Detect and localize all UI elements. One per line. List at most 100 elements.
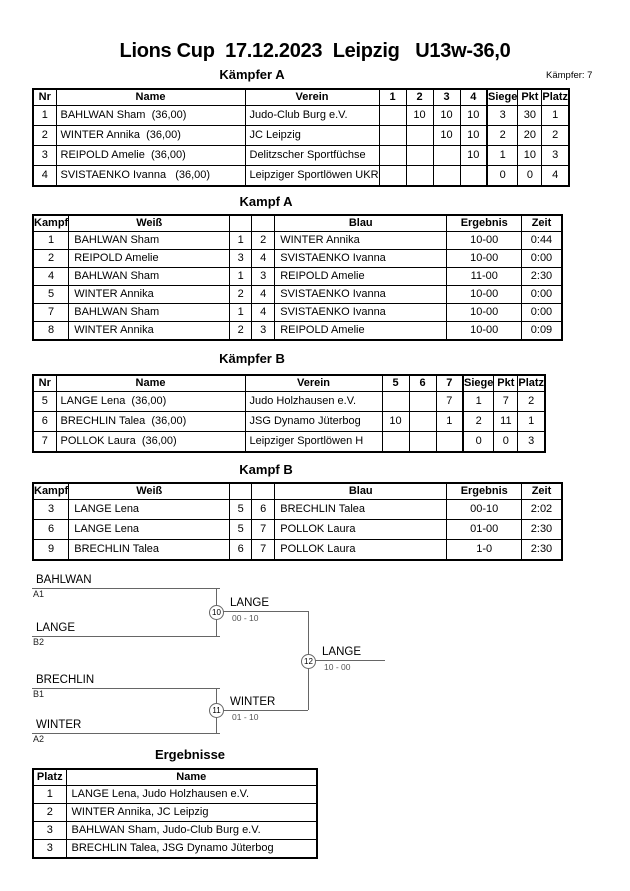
table-cell: REIPOLD Amelie: [274, 320, 448, 341]
table-cell: 10: [405, 105, 434, 126]
table-cell: WINTER Annika, JC Leipzig: [65, 802, 318, 822]
table-header-row: Kampf Weiß Blau Ergebnis Zeit: [32, 214, 563, 232]
table-header-row: Platz Name: [32, 768, 318, 786]
table-cell: 2:30: [521, 538, 563, 561]
table-cell: 2: [541, 125, 570, 146]
bracket-entry-name: BAHLWAN: [32, 574, 220, 589]
table-cell: BAHLWAN Sham: [68, 266, 231, 286]
table-cell: BRECHLIN Talea: [68, 538, 231, 561]
bracket-score-label: 00 - 10: [232, 613, 259, 623]
bracket-seed-label: A1: [33, 589, 45, 599]
table-cell: 5: [229, 518, 253, 540]
table-cell: BAHLWAN Sham, Judo-Club Burg e.V.: [65, 820, 318, 840]
table-cell: 9: [32, 538, 70, 561]
bracket-score-label: 10 - 00: [324, 662, 351, 672]
col-header: Nr: [32, 88, 57, 106]
table-cell: 1: [32, 230, 70, 250]
table-cell: 1-0: [446, 538, 523, 561]
table-cell: SVISTAENKO Ivanna: [274, 284, 448, 304]
table-cell: 2:30: [521, 518, 563, 540]
table-cell: 2: [462, 411, 495, 432]
table-cell: JSG Dynamo Jüterbog: [244, 411, 383, 432]
col-header: [251, 482, 276, 500]
bracket-entry-name: LANGE: [32, 622, 220, 637]
table-cell: 3: [32, 145, 57, 166]
table-cell: 1: [229, 302, 253, 322]
table-cell: [435, 431, 464, 453]
table-cell: BAHLWAN Sham (36,00): [55, 105, 246, 126]
table-cell: [408, 391, 437, 412]
table-cell: 7: [32, 431, 57, 453]
table-cell: 11-00: [446, 266, 523, 286]
col-header: 6: [408, 374, 437, 392]
table-cell: REIPOLD Amelie (36,00): [55, 145, 246, 166]
section-heading-kaempfer-a: Kämpfer A: [219, 67, 285, 82]
table-cell: [405, 145, 434, 166]
table-cell: 1: [517, 411, 546, 432]
col-header: Zeit: [521, 482, 563, 500]
col-header: Blau: [274, 482, 448, 500]
table-cell: [378, 125, 407, 146]
table-cell: 2: [229, 284, 253, 304]
table-cell: WINTER Annika: [68, 284, 231, 304]
table-cell: [459, 165, 488, 187]
bracket-winner-label: LANGE: [322, 646, 361, 658]
table-cell: 4: [251, 248, 276, 268]
col-header: 7: [435, 374, 464, 392]
table-cell: 7: [251, 518, 276, 540]
table-cell: 4: [251, 284, 276, 304]
table-cell: 3: [32, 498, 70, 520]
col-header: 3: [432, 88, 461, 106]
table-cell: 20: [517, 125, 543, 146]
col-header: Nr: [32, 374, 57, 392]
bracket-seed-label: B2: [33, 637, 45, 647]
table-cell: 4: [251, 302, 276, 322]
bracket-line: [216, 611, 308, 612]
col-header: Siege: [462, 374, 495, 392]
table-cell: 1: [486, 145, 519, 166]
col-header: 2: [405, 88, 434, 106]
table-cell: 6: [229, 538, 253, 561]
table-cell: 10: [432, 105, 461, 126]
col-header: Platz: [541, 88, 570, 106]
table-cell: Leipziger Sportlöwen H: [244, 431, 383, 453]
table-cell: 4: [32, 266, 70, 286]
table-cell: POLLOK Laura: [274, 538, 448, 561]
table-cell: [405, 125, 434, 146]
table-cell: 3: [32, 820, 67, 840]
table-cell: 10: [517, 145, 543, 166]
table-cell: 7: [435, 391, 464, 412]
table-cell: 10-00: [446, 230, 523, 250]
table-cell: BRECHLIN Talea, JSG Dynamo Jüterbog: [65, 838, 318, 859]
table-cell: POLLOK Laura (36,00): [55, 431, 246, 453]
kaempfer-a-table: Nr Name Verein 1 2 3 4 Siege Pkt Platz 1…: [32, 88, 571, 187]
table-cell: 2: [517, 391, 546, 412]
table-cell: 10: [432, 125, 461, 146]
table-cell: LANGE Lena, Judo Holzhausen e.V.: [65, 784, 318, 804]
col-header: 1: [378, 88, 407, 106]
col-header: Pkt: [493, 374, 519, 392]
table-cell: 3: [541, 145, 570, 166]
table-cell: SVISTAENKO Ivanna: [274, 248, 448, 268]
bracket-entry-name: BRECHLIN: [32, 674, 220, 689]
col-header: Platz: [32, 768, 67, 786]
table-cell: WINTER Annika: [274, 230, 448, 250]
table-cell: 7: [32, 302, 70, 322]
bracket-match-number: 10: [209, 605, 224, 620]
table-cell: 2: [486, 125, 519, 146]
table-cell: 3: [517, 431, 546, 453]
table-cell: 10-00: [446, 284, 523, 304]
col-header: Ergebnis: [446, 214, 523, 232]
table-cell: 2: [229, 320, 253, 341]
bracket-score-label: 01 - 10: [232, 712, 259, 722]
